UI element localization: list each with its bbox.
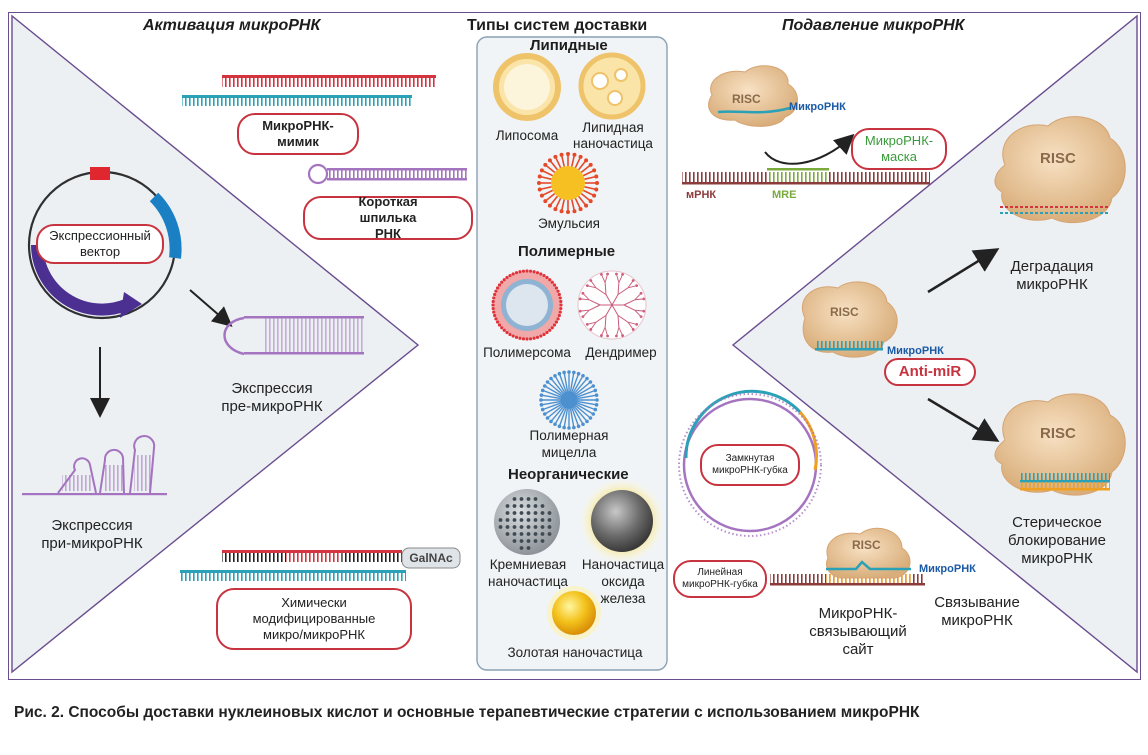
chem-pill: Химически модифицированные микро/микроРН… <box>216 588 412 650</box>
arrow-to-steric <box>927 397 1000 442</box>
arrow-to-degradation <box>927 248 1000 294</box>
header-activation: Активация микроРНК <box>143 17 321 34</box>
chem-duplex-graphic <box>180 547 461 581</box>
polymersome-label: Полимерсома <box>483 345 571 360</box>
risc-degradation-label: RISC <box>1040 150 1076 167</box>
dendrimer-graphic <box>577 270 647 340</box>
polymer-section-title: Полимерные <box>518 243 616 260</box>
risc-degradation-graphic <box>994 116 1126 224</box>
diagram-graphics <box>11 14 1138 674</box>
vector-pill: Экспрессионный вектор <box>36 224 164 264</box>
linear-sponge-graphic <box>770 527 925 586</box>
gold-label: Золотая наночастица <box>507 645 643 660</box>
activation-triangle <box>11 14 420 674</box>
microrna-bottom-label: МикроРНК <box>919 563 976 575</box>
silica-np-graphic <box>494 489 560 555</box>
micelle-label: Полимерная мицелла <box>529 428 609 460</box>
mrna-label: мРНК <box>686 189 717 201</box>
lipid-np-graphic <box>578 52 646 120</box>
expression-vector-graphic <box>27 167 182 320</box>
galnac-label: GalNAc <box>409 551 453 565</box>
risc-antimir-label: RISC <box>830 305 859 319</box>
liposome-label: Липосома <box>495 128 559 143</box>
header-delivery: Типы систем доставки <box>467 17 648 34</box>
iron-label: Наночастица оксида железа <box>581 557 665 606</box>
hairpin-pill: Короткая шпилька РНК <box>303 194 473 241</box>
risc-top-label: RISC <box>732 92 761 106</box>
mask-pill: МикроРНК-маска <box>851 128 947 170</box>
liposome-graphic <box>493 53 561 121</box>
dendrimer-label: Дендример <box>585 345 657 360</box>
mimic-duplex-graphic <box>182 75 436 106</box>
mimic-pill: МикроРНК-мимик <box>237 113 359 155</box>
header-suppression: Подавление микроРНК <box>782 17 965 34</box>
pre-mirna-graphic <box>223 316 364 356</box>
risc-steric-graphic <box>994 393 1126 496</box>
steric-label: Стерическое блокирование микроРНК <box>1008 514 1106 567</box>
lipid-section-title: Липидные <box>530 37 608 54</box>
degradation-label: Деградация микроРНК <box>1010 258 1094 293</box>
risc-top-graphic <box>708 65 798 127</box>
emulsion-graphic <box>537 152 599 214</box>
pri-mirna-graphic <box>22 435 167 496</box>
gold-np-graphic <box>547 586 601 640</box>
inorganic-section-title: Неорганические <box>508 466 629 483</box>
arrow-to-pre <box>189 289 233 327</box>
microrna-top-label: МикроРНК <box>789 101 846 113</box>
binding-label: Связывание микроРНК <box>934 594 1020 629</box>
lipid-np-label: Липидная наночастица <box>573 120 653 151</box>
risc-steric-label: RISC <box>1040 425 1076 442</box>
circular-sponge-pill: Замкнутая микроРНК-губка <box>700 444 800 486</box>
risc-antimir-graphic <box>801 281 898 358</box>
hairpin-graphic <box>307 163 467 185</box>
pre-mirna-label: Экспрессия пре-микроРНК <box>221 380 323 415</box>
risc-binding-label: RISC <box>852 538 881 552</box>
iron-np-graphic <box>580 479 664 563</box>
linear-sponge-pill: Линейная микроРНК-губка <box>673 560 767 598</box>
mrna-graphic <box>682 133 930 185</box>
circular-sponge-graphic <box>678 389 822 537</box>
polymersome-graphic <box>491 269 563 341</box>
antimir-pill: Anti-miR <box>884 358 976 386</box>
microrna-mid-label: МикроРНК <box>887 345 944 357</box>
mre-label: MRE <box>772 189 797 201</box>
pri-mirna-label: Экспрессия при-микроРНК <box>41 517 143 552</box>
figure-caption: Рис. 2. Способы доставки нуклеиновых кис… <box>14 704 920 721</box>
binding-site-label: МикроРНК-связывающий сайт <box>809 605 907 658</box>
silica-label: Кремниевая наночастица <box>488 557 568 589</box>
micelle-graphic <box>539 370 599 430</box>
emulsion-label: Эмульсия <box>538 216 600 231</box>
